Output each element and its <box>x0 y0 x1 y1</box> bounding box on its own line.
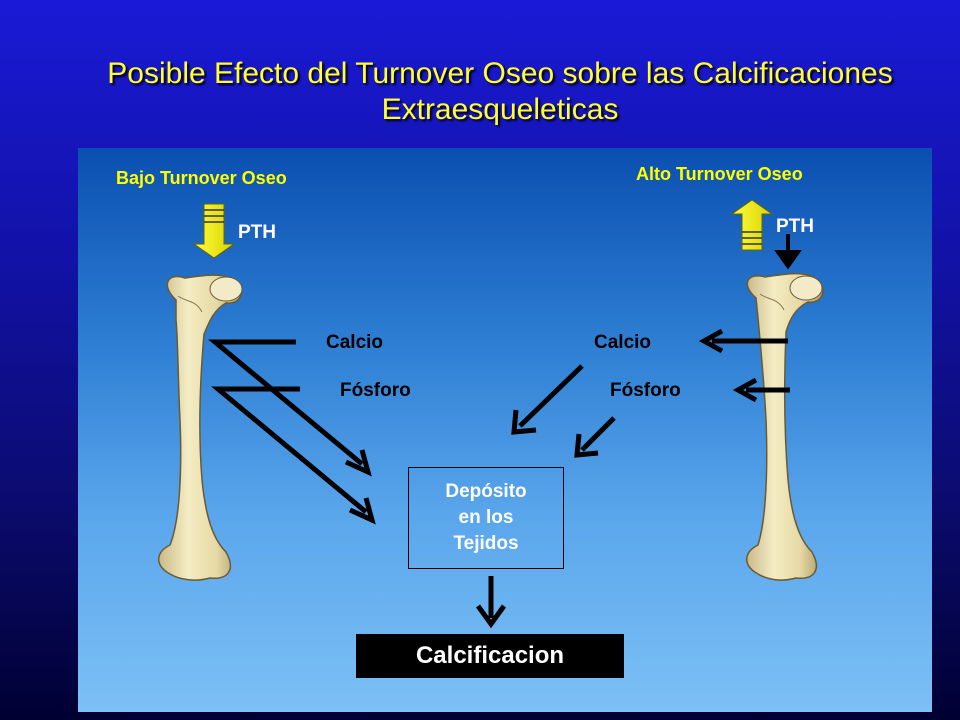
calcification-box: Calcificacion <box>356 634 624 678</box>
right-calcio-deposit-arrow-icon <box>511 364 584 435</box>
left-pth-label: PTH <box>238 222 276 243</box>
right-femur <box>746 272 824 581</box>
right-fosforo-deposit-arrow-icon <box>574 416 616 458</box>
right-pth-label: PTH <box>776 216 814 237</box>
deposit-line-3: Tejidos <box>453 533 519 554</box>
left-femur <box>158 274 243 581</box>
right-fosforo-label: Fósforo <box>610 380 681 401</box>
left-fosforo-arrow-icon <box>211 386 376 525</box>
right-calcio-label: Calcio <box>594 332 652 353</box>
pth-down-arrow-icon <box>192 203 236 259</box>
left-calcio-label: Calcio <box>326 332 384 353</box>
pth-up-arrow-icon <box>730 199 774 251</box>
title-line-1: Posible Efecto del Turnover Oseo sobre l… <box>107 57 893 90</box>
deposit-box: Depósito en los Tejidos <box>408 467 564 569</box>
deposit-down-arrow-icon <box>475 576 507 629</box>
high-turnover-heading: Alto Turnover Oseo <box>636 164 803 184</box>
deposit-line-1: Depósito <box>445 481 527 502</box>
low-turnover-heading: Bajo Turnover Oseo <box>116 168 287 188</box>
left-calcio-arrow-icon <box>208 339 372 477</box>
left-fosforo-label: Fósforo <box>340 380 411 401</box>
right-calcio-arrow-icon <box>698 328 788 354</box>
calcification-label: Calcificacion <box>415 642 565 669</box>
title-line-2: Extraesqueleticas <box>381 93 619 126</box>
deposit-line-2: en los <box>458 507 514 528</box>
pth-effect-arrow-icon <box>774 234 802 270</box>
right-fosforo-arrow-icon <box>732 377 790 403</box>
slide-title: Posible Efecto del Turnover Oseo sobre l… <box>40 56 960 128</box>
